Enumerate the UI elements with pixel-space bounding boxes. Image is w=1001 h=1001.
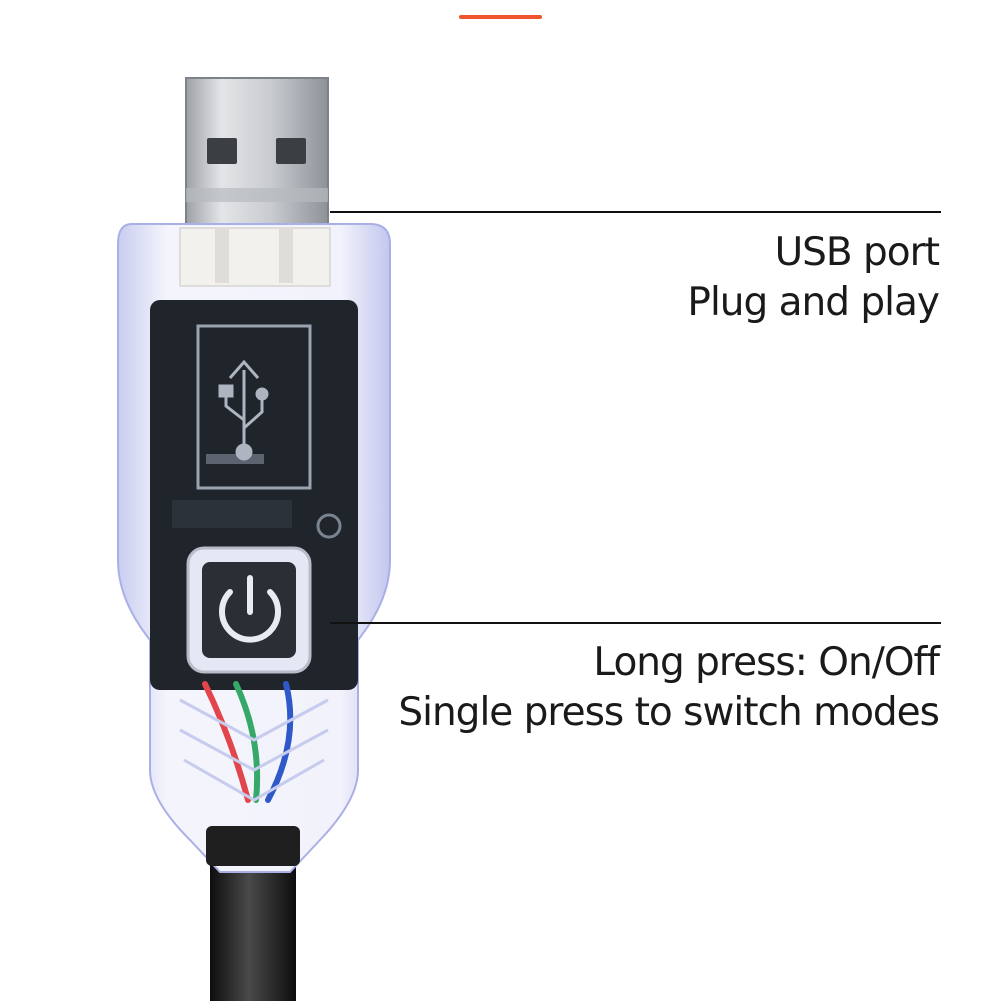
button-callout-line (330, 622, 941, 624)
strain-relief (206, 826, 300, 866)
usb-callout-subtitle: Plug and play (687, 280, 940, 325)
power-button (186, 546, 312, 674)
power-icon (219, 575, 281, 643)
connector-base (179, 227, 331, 287)
accent-bar (459, 15, 542, 19)
usb-trident-icon (218, 359, 269, 461)
cable (210, 860, 296, 1001)
housing-ridges (179, 698, 329, 802)
usb-callout-title: USB port (774, 230, 940, 275)
usb-callout-label: USB port Plug and play (687, 228, 940, 328)
usb-callout-line (330, 211, 941, 213)
button-callout-label: Long press: On/Off Single press to switc… (398, 638, 940, 738)
usb-connector (185, 77, 329, 229)
button-callout-title: Long press: On/Off (593, 640, 940, 685)
button-callout-subtitle: Single press to switch modes (398, 690, 940, 735)
